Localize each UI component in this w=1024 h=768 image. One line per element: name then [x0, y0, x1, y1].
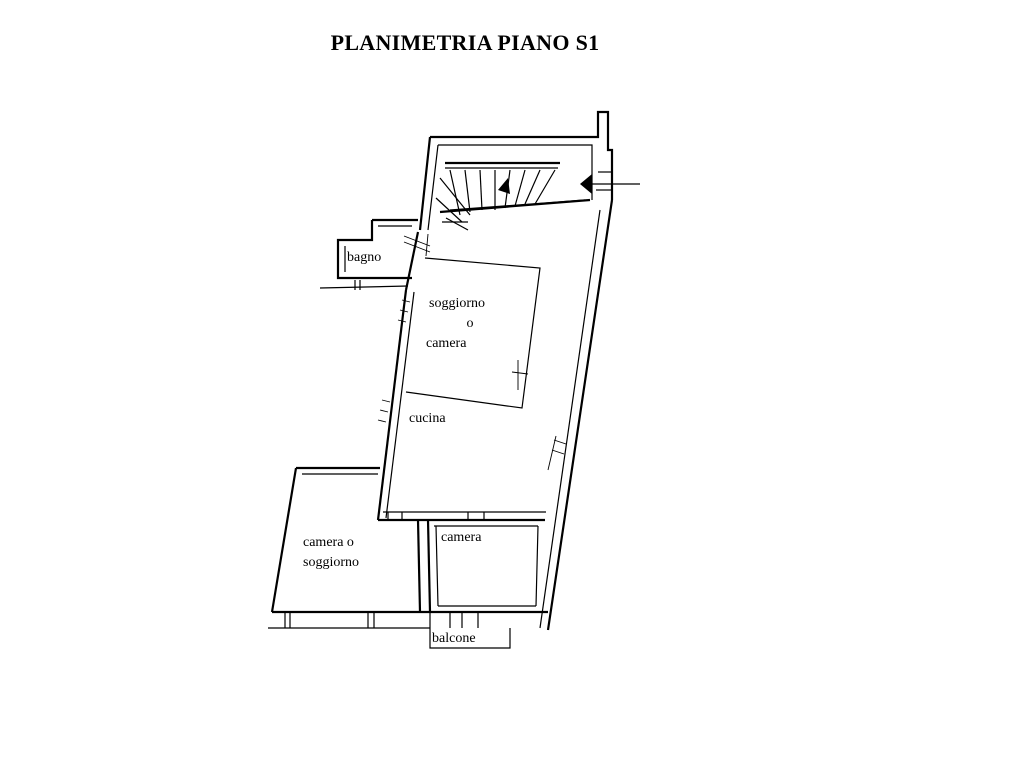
room-soggiorno-camera: soggiorno o camera [397, 257, 541, 409]
outer-walls [376, 110, 614, 631]
room-camera-o-soggiorno: camera o soggiorno [268, 466, 548, 629]
room-label-camera-o-1: camera o [303, 535, 354, 550]
room-label-camera-o-2: soggiorno [303, 555, 359, 570]
room-camera: camera [387, 512, 539, 613]
room-label-balcone: balcone [432, 631, 476, 646]
room-cucina: cucina [377, 399, 567, 471]
room-label-camera: camera [441, 530, 482, 545]
room-label-soggiorno-1: soggiorno [429, 296, 485, 311]
room-label-soggiorno-2: o [467, 316, 474, 331]
staircase [435, 161, 640, 231]
room-label-bagno: bagno [347, 250, 381, 265]
room-balcone: balcone [429, 612, 511, 649]
room-bagno: bagno [319, 218, 431, 290]
room-label-cucina: cucina [409, 411, 446, 426]
room-label-soggiorno-3: camera [426, 336, 467, 351]
page-title: PLANIMETRIA PIANO S1 [330, 30, 600, 55]
